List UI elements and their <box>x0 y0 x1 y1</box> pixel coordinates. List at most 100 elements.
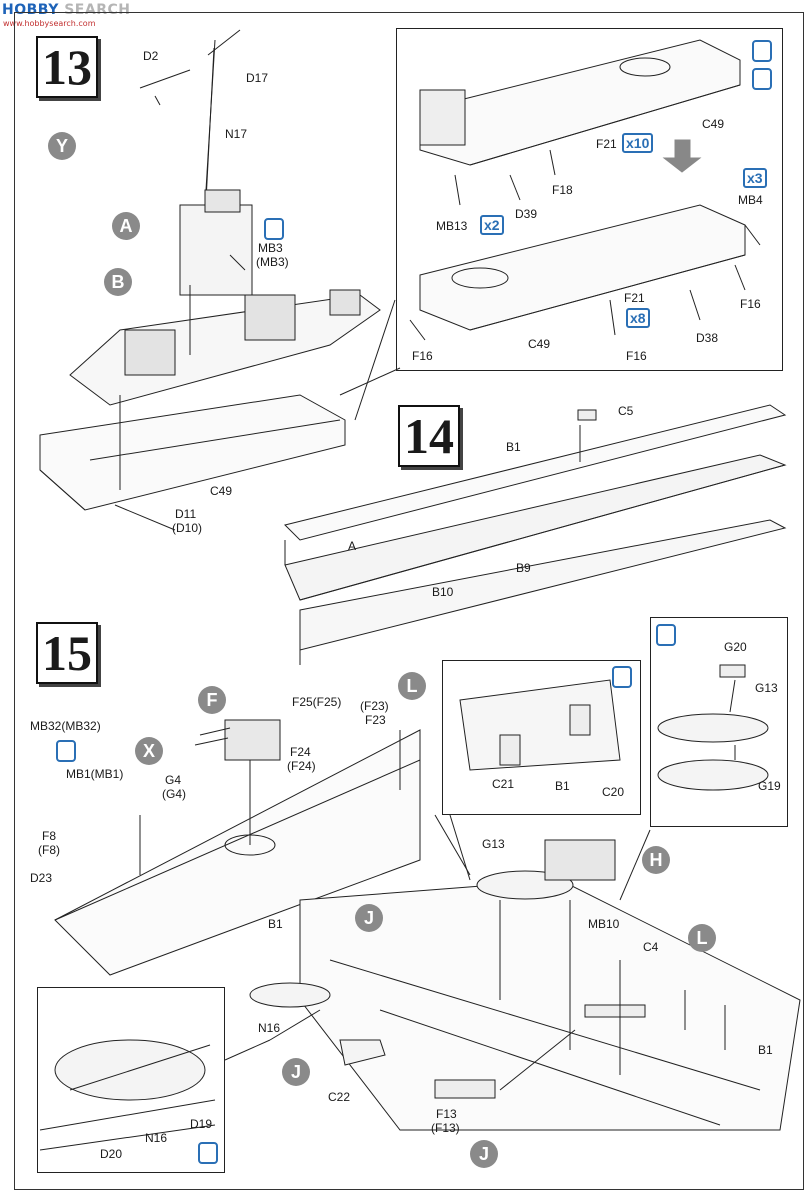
label-b10: B10 <box>432 585 454 599</box>
hull-c49 <box>39 394 346 511</box>
label-b1: B1 <box>268 917 283 931</box>
page-frame <box>14 12 804 1190</box>
label-g4-alt: (G4) <box>162 787 186 801</box>
part-sprue-j: J <box>355 904 383 932</box>
label-c20: C20 <box>602 785 625 799</box>
paint-brush-icon <box>198 1142 218 1164</box>
part-sprue-j: J <box>282 1058 310 1086</box>
label-d38: D38 <box>696 331 719 345</box>
label-b1: B1 <box>506 440 521 454</box>
part-sprue-l: L <box>688 924 716 952</box>
label-d23: D23 <box>30 871 53 885</box>
label-c4: C4 <box>643 940 659 954</box>
label-d2: D2 <box>143 49 159 63</box>
label-c21: C21 <box>492 777 515 791</box>
quantity-badge: x8 <box>626 308 650 328</box>
label-g19: G19 <box>758 779 781 793</box>
part-sprue-f: F <box>198 686 226 714</box>
part-h <box>544 839 616 881</box>
label-f13-alt: (F13) <box>431 1121 460 1135</box>
label-mb4: MB4 <box>738 193 763 207</box>
label-mb13: MB13 <box>436 219 468 233</box>
part-sprue-l: L <box>398 672 426 700</box>
label-c49: C49 <box>210 484 233 498</box>
boat-n16 <box>249 982 331 1008</box>
label-d17: D17 <box>246 71 269 85</box>
label-n17: N17 <box>225 127 248 141</box>
label-n16: N16 <box>258 1021 281 1035</box>
step-number-13: 13 <box>36 36 98 98</box>
step13-detail-panel <box>396 28 783 371</box>
label-c5: C5 <box>618 404 634 418</box>
paint-brush-icon <box>612 666 632 688</box>
label-b9: B9 <box>516 561 531 575</box>
label-c22: C22 <box>328 1090 351 1104</box>
detail-panel-c <box>442 660 641 815</box>
label-n16: N16 <box>145 1131 168 1145</box>
label-d39: D39 <box>515 207 538 221</box>
part-sprue-a: A <box>112 212 140 240</box>
label-d20: D20 <box>100 1147 123 1161</box>
part-sprue-h: H <box>642 846 670 874</box>
label-f23-alt: (F23) <box>360 699 389 713</box>
label-f8-alt: (F8) <box>38 843 60 857</box>
label-mb3: MB3 <box>258 241 283 255</box>
label-f13: F13 <box>436 1107 457 1121</box>
paint-brush-icon <box>656 624 676 646</box>
label-mb3-alt: (MB3) <box>256 255 289 269</box>
label-f16: F16 <box>626 349 647 363</box>
boat-g19 <box>657 759 769 791</box>
label-mb1: MB1(MB1) <box>66 767 124 781</box>
label-f21: F21 <box>596 137 617 151</box>
label-mb10: MB10 <box>588 917 620 931</box>
deck-b1 <box>284 404 787 541</box>
quantity-badge: x2 <box>480 215 504 235</box>
detail-panel-g <box>650 617 788 827</box>
label-f25: F25(F25) <box>292 695 342 709</box>
glue-icon <box>264 218 284 240</box>
part-sprue-x: X <box>135 737 163 765</box>
detail-panel-n16 <box>37 987 225 1173</box>
label-f23: F23 <box>365 713 386 727</box>
boat-n16-detail <box>54 1039 206 1101</box>
label-f24: F24 <box>290 745 311 759</box>
rack-f13 <box>434 1079 496 1099</box>
part-sprue-y: Y <box>48 132 76 160</box>
quantity-badge: x3 <box>743 168 767 188</box>
label-a: A <box>348 539 357 553</box>
bow-hull <box>54 729 421 976</box>
label-f21-b: F21 <box>624 291 645 305</box>
boat-g13 <box>657 713 769 743</box>
glue-icon <box>752 68 772 90</box>
label-f8: F8 <box>42 829 57 843</box>
part-sprue-b: B <box>104 268 132 296</box>
label-d11: D11 <box>175 507 197 521</box>
step-number-14: 14 <box>398 405 460 467</box>
label-c49-bottom: C49 <box>528 337 551 351</box>
label-b1: B1 <box>555 779 570 793</box>
bridge-part <box>179 204 253 296</box>
label-f18: F18 <box>552 183 573 197</box>
part-sprue-j: J <box>470 1140 498 1168</box>
label-f16: F16 <box>740 297 761 311</box>
glue-icon <box>56 740 76 762</box>
deck-platform <box>69 294 381 406</box>
paint-brush-icon <box>752 40 772 62</box>
watermark-url: www.hobbysearch.com <box>3 19 96 28</box>
quantity-badge: x10 <box>622 133 654 153</box>
label-d10: (D10) <box>172 521 203 535</box>
label-b1-mid: B1 <box>758 1043 773 1057</box>
label-g20: G20 <box>724 640 747 654</box>
label-f24-alt: (F24) <box>287 759 316 773</box>
label-mb32: MB32(MB32) <box>30 719 101 733</box>
label-g13: G13 <box>755 681 778 695</box>
gun-turret <box>224 719 281 761</box>
label-d19: D19 <box>190 1117 213 1131</box>
watermark-logo: HOBBY SEARCH <box>2 2 131 18</box>
step-number-15: 15 <box>36 622 98 684</box>
label-c49-top: C49 <box>702 117 725 131</box>
label-f16: F16 <box>412 349 433 363</box>
label-g13: G13 <box>482 837 505 851</box>
